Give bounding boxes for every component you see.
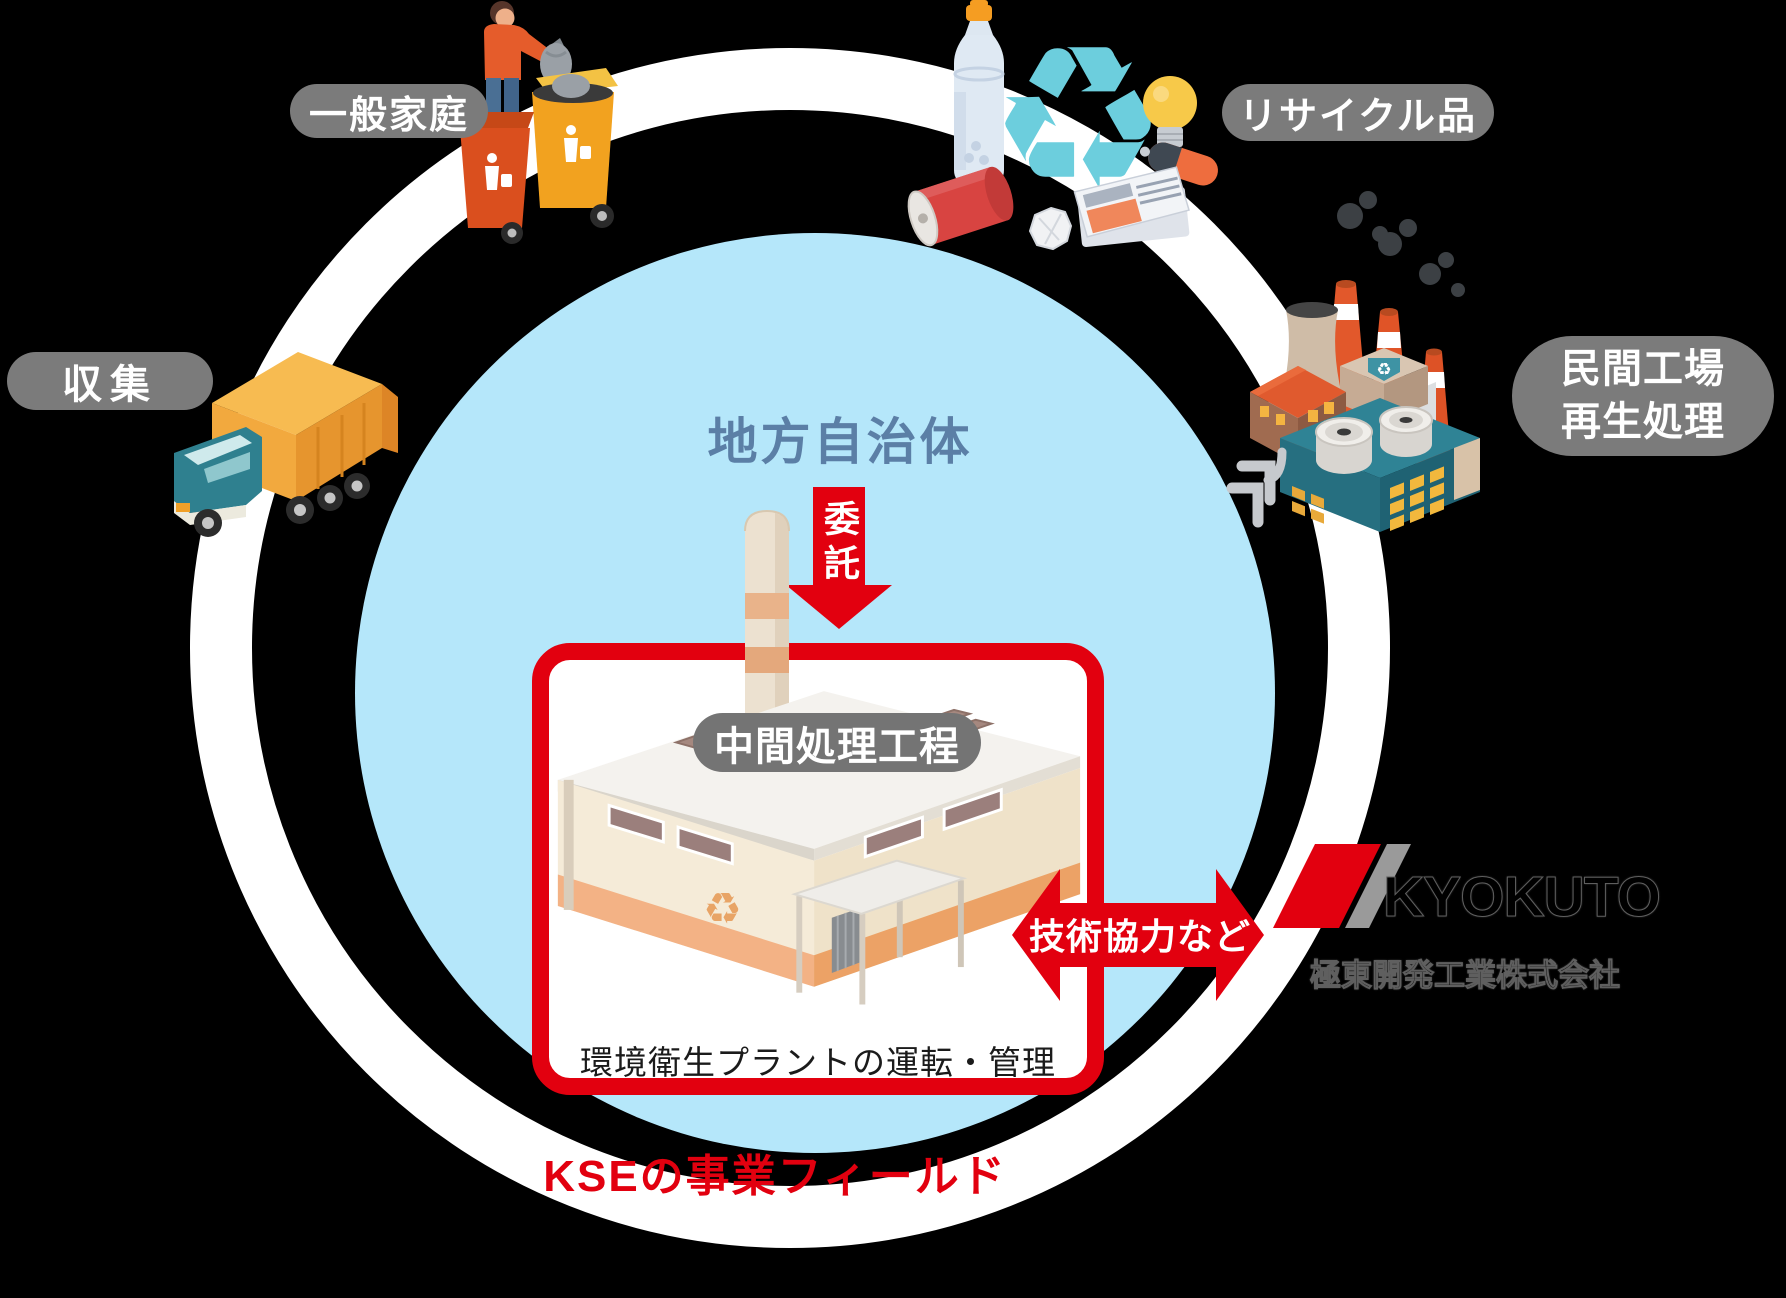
intermediate-plant-illustration: ♻ (557, 691, 1081, 1005)
cooperation-label: 技術協力など (1028, 916, 1251, 957)
kyokuto-logo-text: KYOKUTO (1383, 865, 1662, 930)
truck-wheels (194, 473, 370, 537)
cooperation-arrow-icon (1012, 869, 1264, 1001)
entrance-canopy (791, 859, 968, 1005)
truck-cab (174, 427, 262, 525)
can-icon (907, 166, 1014, 247)
light-bulb-icon (1143, 76, 1197, 157)
smoke-icon (1337, 191, 1465, 297)
pipes-icon (1226, 447, 1287, 528)
wall-windows (607, 787, 1003, 866)
garbage-truck-illustration (174, 352, 398, 537)
plant-operation-caption: 環境衛生プラントの運転・管理 (580, 1044, 1056, 1081)
plastic-bottle-icon (953, 0, 1005, 183)
private-factory-illustration: ♻ (1226, 191, 1480, 532)
newspaper-icon (1073, 166, 1190, 248)
kyokuto-company-name: 極東開発工業株式会社 (1310, 958, 1621, 994)
teal-plant-building (1226, 398, 1480, 532)
private-factory-line2: 再生処理 (1561, 400, 1725, 444)
kse-field-label: KSEの事業フィールド (543, 1152, 1007, 1201)
recycle-badge-box: ♻ (1340, 348, 1428, 422)
local-government-title: 地方自治体 (707, 414, 973, 470)
yellow-wheelie-bin-icon (532, 68, 618, 228)
recyclables-illustration: ♻ (907, 0, 1218, 251)
household-bins-illustration (456, 1, 618, 244)
private-factory-pill: 民間工場 再生処理 (1512, 336, 1774, 456)
kyokuto-logo-icon (1273, 844, 1411, 928)
intermediate-processing-pill: 中間処理工程 (693, 713, 981, 772)
consignment-label: 委託 (819, 500, 860, 588)
consignment-arrow-icon (786, 487, 892, 629)
collection-pill: 収集 (7, 352, 213, 410)
household-pill: 一般家庭 (290, 84, 488, 138)
recycled-goods-pill: リサイクル品 (1222, 84, 1494, 141)
plant-chimney-icon (744, 509, 790, 720)
private-factory-line1: 民間工場 (1561, 347, 1725, 392)
tank-icon (1315, 406, 1433, 474)
svg-text:♻: ♻ (1376, 360, 1391, 380)
wall-recycle-mark: ♻ (703, 885, 742, 935)
crumpled-paper-icon (1028, 206, 1073, 251)
